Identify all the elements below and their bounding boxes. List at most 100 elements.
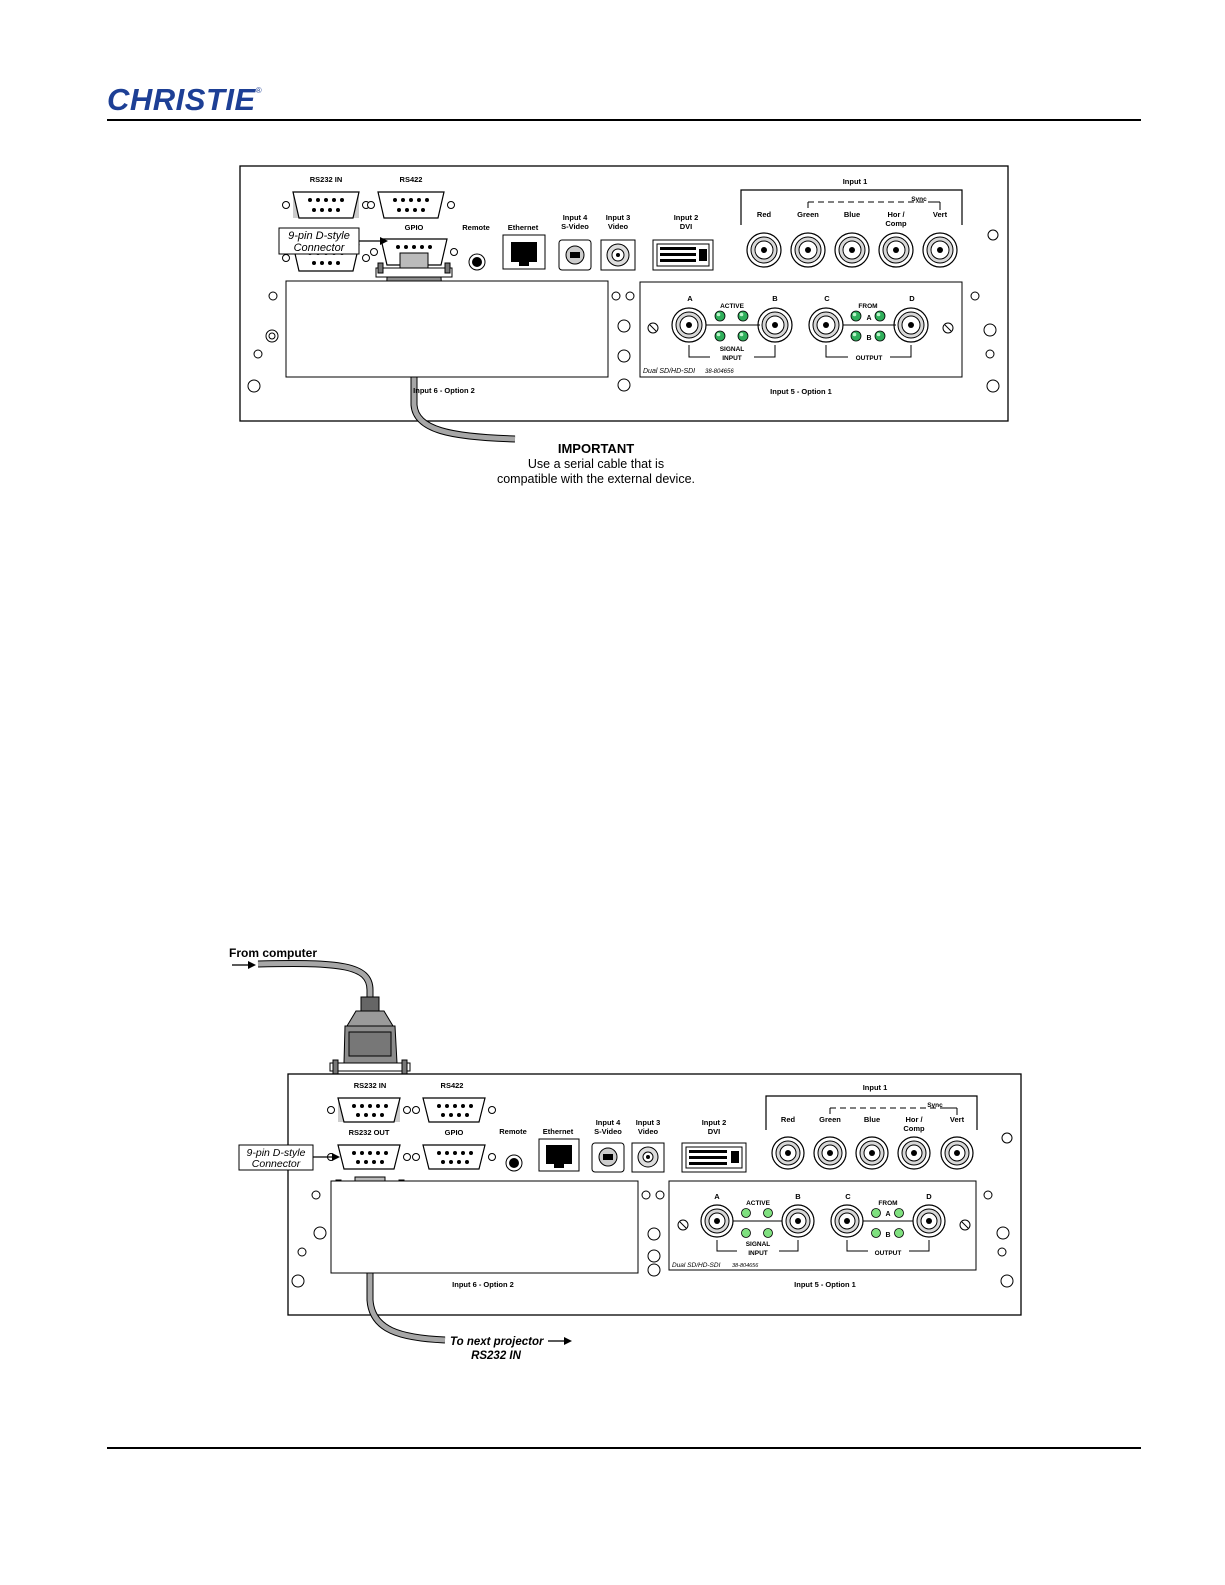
rs422-port-2[interactable] bbox=[411, 1097, 497, 1123]
svg-text:38-804656: 38-804656 bbox=[705, 369, 734, 375]
led bbox=[737, 330, 749, 342]
svg-text:Comp: Comp bbox=[885, 219, 907, 228]
important-label: IMPORTANT bbox=[557, 441, 635, 456]
header-rule bbox=[107, 119, 1141, 121]
svg-text:Dual SD/HD-SDI: Dual SD/HD-SDI bbox=[672, 1262, 721, 1269]
rs232-in-label: RS232 IN bbox=[310, 175, 343, 184]
rs232-out-port[interactable] bbox=[326, 1144, 412, 1170]
callout-line2: Connector bbox=[294, 242, 346, 254]
svg-text:Sync: Sync bbox=[927, 1102, 943, 1109]
svg-text:DVI: DVI bbox=[708, 1127, 721, 1136]
svideo-port[interactable] bbox=[558, 239, 592, 271]
svg-text:A: A bbox=[866, 315, 871, 322]
rs232-in-port-2[interactable] bbox=[326, 1097, 412, 1123]
important-note: IMPORTANT Use a serial cable that is com… bbox=[496, 441, 696, 486]
led bbox=[737, 310, 749, 322]
rs232-in-port[interactable] bbox=[281, 191, 371, 219]
dvi-port-2[interactable] bbox=[681, 1142, 747, 1173]
hor-comp-bnc-2[interactable] bbox=[897, 1136, 931, 1170]
sdi-b-bnc[interactable] bbox=[757, 307, 793, 343]
vert-bnc[interactable] bbox=[922, 232, 958, 268]
svg-text:B: B bbox=[795, 1192, 801, 1201]
led bbox=[874, 330, 886, 342]
svg-text:Input 1: Input 1 bbox=[863, 1083, 888, 1092]
svg-text:A: A bbox=[714, 1192, 720, 1201]
svg-text:Hor /: Hor / bbox=[905, 1115, 923, 1124]
sdi-a-bnc[interactable] bbox=[671, 307, 707, 343]
svg-text:S-Video: S-Video bbox=[594, 1127, 622, 1136]
sdi-c-bnc-2[interactable] bbox=[830, 1204, 864, 1238]
svg-text:Green: Green bbox=[797, 210, 819, 219]
red-bnc-2[interactable] bbox=[771, 1136, 805, 1170]
svg-text:INPUT: INPUT bbox=[722, 355, 742, 362]
gpio-label: GPIO bbox=[405, 223, 424, 232]
ethernet-port[interactable] bbox=[502, 234, 546, 270]
svg-text:38-804656: 38-804656 bbox=[732, 1263, 759, 1269]
svg-text:OUTPUT: OUTPUT bbox=[875, 1250, 902, 1257]
green-bnc-2[interactable] bbox=[813, 1136, 847, 1170]
led bbox=[714, 330, 726, 342]
svg-text:D: D bbox=[909, 294, 915, 303]
svg-text:SIGNAL: SIGNAL bbox=[720, 346, 745, 353]
svg-text:SIGNAL: SIGNAL bbox=[746, 1241, 771, 1248]
svg-text:Video: Video bbox=[638, 1127, 659, 1136]
hor-comp-bnc[interactable] bbox=[878, 232, 914, 268]
svg-text:Blue: Blue bbox=[844, 210, 860, 219]
svg-text:Red: Red bbox=[757, 210, 772, 219]
sdi-d-bnc[interactable] bbox=[893, 307, 929, 343]
svg-text:D: D bbox=[926, 1192, 932, 1201]
dvi-port[interactable] bbox=[652, 239, 714, 271]
svg-text:ACTIVE: ACTIVE bbox=[746, 1200, 771, 1207]
svg-text:A: A bbox=[687, 294, 693, 303]
svg-text:B: B bbox=[885, 1232, 890, 1239]
christie-logo: CHRISTIE® bbox=[107, 82, 263, 117]
rear-panel-2 bbox=[287, 1073, 1022, 1316]
svg-text:Input 3: Input 3 bbox=[606, 213, 631, 222]
rs422-label: RS422 bbox=[400, 175, 423, 184]
svg-text:Input 2: Input 2 bbox=[702, 1118, 727, 1127]
ethernet-port-2[interactable] bbox=[538, 1138, 580, 1172]
svg-text:Vert: Vert bbox=[933, 210, 948, 219]
blue-bnc-2[interactable] bbox=[855, 1136, 889, 1170]
video-bnc-2[interactable] bbox=[631, 1142, 665, 1173]
blue-bnc[interactable] bbox=[834, 232, 870, 268]
svg-text:Input 6 - Option 2: Input 6 - Option 2 bbox=[413, 386, 475, 395]
option2-slot bbox=[285, 280, 609, 378]
svg-text:Input 5 - Option 1: Input 5 - Option 1 bbox=[770, 387, 832, 396]
svg-text:Green: Green bbox=[819, 1115, 841, 1124]
sdi-b-bnc-2[interactable] bbox=[781, 1204, 815, 1238]
svg-text:Hor /: Hor / bbox=[887, 210, 905, 219]
svideo-port-2[interactable] bbox=[591, 1142, 625, 1173]
svg-text:Vert: Vert bbox=[950, 1115, 965, 1124]
svg-text:FROM: FROM bbox=[878, 1200, 897, 1207]
callout2-line1: 9-pin D-style bbox=[247, 1147, 306, 1159]
svg-text:B: B bbox=[772, 294, 778, 303]
option2-slot-2 bbox=[330, 1180, 639, 1274]
svg-text:Remote: Remote bbox=[499, 1127, 527, 1136]
callout-line1: 9-pin D-style bbox=[288, 230, 350, 242]
green-bnc[interactable] bbox=[790, 232, 826, 268]
svg-text:RS232 OUT: RS232 OUT bbox=[349, 1128, 390, 1137]
svg-text:RS232 IN: RS232 IN bbox=[471, 1350, 522, 1362]
svg-text:Red: Red bbox=[781, 1115, 796, 1124]
video-bnc[interactable] bbox=[600, 239, 636, 271]
svg-text:Dual SD/HD-SDI: Dual SD/HD-SDI bbox=[643, 368, 695, 375]
sdi-c-bnc[interactable] bbox=[808, 307, 844, 343]
svg-text:Input 5 - Option 1: Input 5 - Option 1 bbox=[794, 1280, 856, 1289]
svg-text:Input 3: Input 3 bbox=[636, 1118, 661, 1127]
svg-text:INPUT: INPUT bbox=[748, 1250, 768, 1257]
gpio-port-2[interactable] bbox=[411, 1144, 497, 1170]
computer-cable-connector bbox=[329, 996, 411, 1075]
svg-text:Comp: Comp bbox=[903, 1124, 925, 1133]
from-computer-label: From computer bbox=[229, 946, 317, 960]
svg-text:OUTPUT: OUTPUT bbox=[856, 355, 883, 362]
svg-text:C: C bbox=[824, 294, 830, 303]
red-bnc[interactable] bbox=[746, 232, 782, 268]
svg-text:C: C bbox=[845, 1192, 851, 1201]
callout2-line2: Connector bbox=[252, 1158, 301, 1170]
vert-bnc-2[interactable] bbox=[940, 1136, 974, 1170]
sdi-d-bnc-2[interactable] bbox=[912, 1204, 946, 1238]
sdi-a-bnc-2[interactable] bbox=[700, 1204, 734, 1238]
led bbox=[714, 310, 726, 322]
svg-text:Ethernet: Ethernet bbox=[543, 1127, 574, 1136]
